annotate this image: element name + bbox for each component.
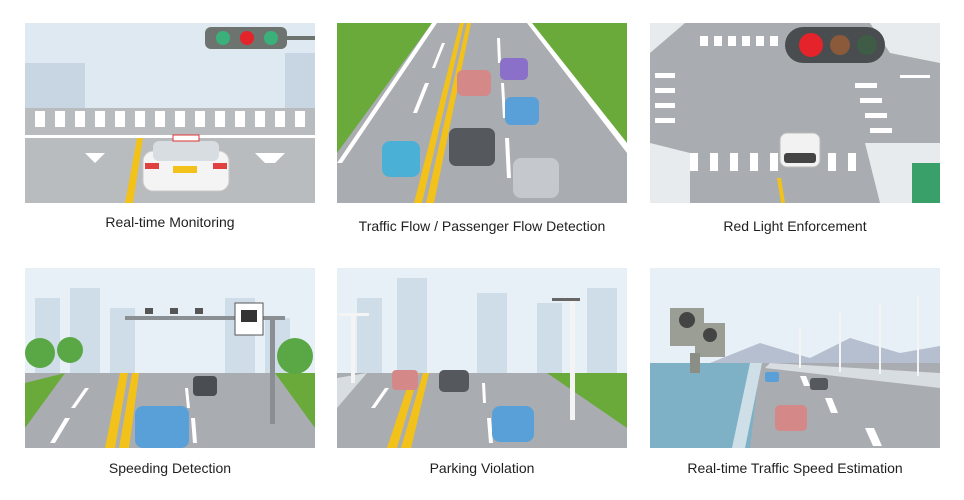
- card-real-time-monitoring[interactable]: Real-time Monitoring: [25, 23, 315, 230]
- card-speeding-detection[interactable]: Speeding Detection: [25, 268, 315, 476]
- red-traffic-light-crossing-icon: [650, 23, 940, 203]
- gantry-camera-highway-icon: [25, 268, 315, 448]
- card-caption: Red Light Enforcement: [723, 218, 867, 234]
- card-caption: Real-time Monitoring: [105, 214, 235, 230]
- card-red-light-enforcement[interactable]: Red Light Enforcement: [650, 23, 940, 234]
- card-caption: Parking Violation: [429, 460, 535, 476]
- card-parking-violation[interactable]: Parking Violation: [337, 268, 627, 476]
- speed-camera-bridge-icon: [650, 268, 940, 448]
- intersection-rear-view-car-icon: [25, 23, 315, 203]
- multi-lane-traffic-icon: [337, 23, 627, 203]
- card-caption: Real-time Traffic Speed Estimation: [687, 460, 903, 476]
- street-lamp-camera-road-icon: [337, 268, 627, 448]
- card-real-time-traffic-speed-estimation[interactable]: Real-time Traffic Speed Estimation: [650, 268, 940, 476]
- card-caption: Speeding Detection: [108, 460, 232, 476]
- card-traffic-flow-detection[interactable]: Traffic Flow / Passenger Flow Detection: [337, 23, 627, 234]
- card-caption: Traffic Flow / Passenger Flow Detection: [358, 218, 606, 234]
